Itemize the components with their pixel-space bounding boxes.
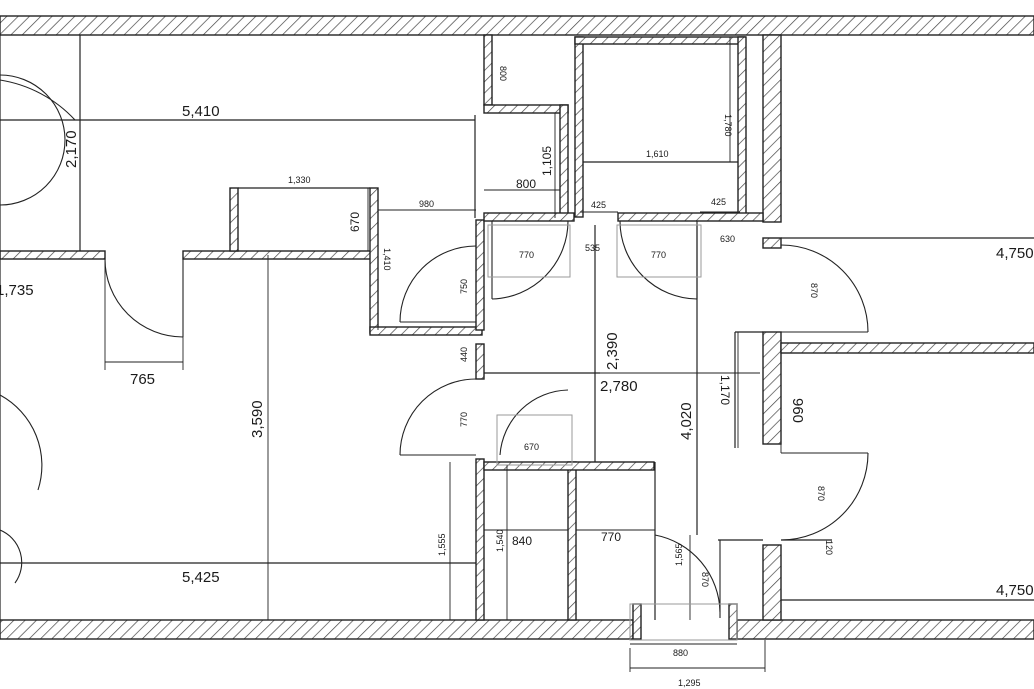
dim-storage-height: 1,105 bbox=[540, 146, 554, 176]
dim-top-strip: 800 bbox=[498, 66, 508, 81]
dim-hall-offset: 630 bbox=[720, 234, 735, 244]
dimension-lines bbox=[0, 35, 1034, 672]
top-strip-wall bbox=[483, 34, 493, 106]
dim-segment-440: 440 bbox=[459, 347, 469, 362]
dim-hall-width: 2,780 bbox=[600, 378, 638, 395]
bath-door-arc bbox=[619, 220, 698, 300]
hall-wall-left-top bbox=[475, 219, 485, 331]
dim-kitchen-door: 770 bbox=[601, 530, 621, 544]
hall-wall-bottom-storage bbox=[483, 212, 575, 222]
bath-wall-top bbox=[574, 36, 746, 45]
dim-corridor-stub: 980 bbox=[419, 199, 434, 209]
dim-main-room-width: 5,425 bbox=[182, 569, 220, 586]
dim-wc-width: 840 bbox=[512, 534, 532, 548]
dim-entry-door: 870 bbox=[700, 572, 710, 587]
wc-door-arc bbox=[499, 389, 569, 456]
dim-bath-wall-right: 425 bbox=[711, 197, 726, 207]
main-room-door-arc-1 bbox=[0, 394, 43, 491]
dim-entry-door-width: 880 bbox=[673, 648, 688, 658]
stub-door-arc bbox=[399, 245, 477, 323]
dim-hall-length: 4,020 bbox=[678, 402, 695, 440]
dim-bath-height: 1,780 bbox=[723, 114, 733, 137]
dim-door-670: 670 bbox=[524, 442, 539, 452]
hall-wall-bottom-bath bbox=[617, 212, 764, 222]
kitchen-door-arc bbox=[654, 534, 721, 613]
dim-right-upper-width: 4,750 bbox=[996, 245, 1034, 262]
right-block-wall-upper bbox=[762, 237, 782, 249]
corridor-wall-mid-segment bbox=[182, 250, 374, 260]
right-block-wall-lower bbox=[762, 544, 782, 621]
left-corridor-door-arc bbox=[104, 258, 184, 338]
dim-entry-total: 1,295 bbox=[678, 678, 701, 688]
dim-right-door-lower: 870 bbox=[816, 486, 826, 501]
entry-wall-right bbox=[728, 603, 738, 640]
dim-right-wall-small: 120 bbox=[824, 540, 834, 555]
entry-wall-left bbox=[632, 603, 642, 640]
dim-left-room-edge: 1,735 bbox=[0, 282, 34, 299]
right-partition-wall bbox=[780, 342, 1034, 354]
dim-top-room-height: 2,170 bbox=[63, 130, 80, 168]
dim-top-room-width: 5,410 bbox=[182, 103, 220, 120]
dim-door-770-a: 770 bbox=[519, 250, 534, 260]
stub-wall bbox=[369, 187, 379, 334]
dim-side-segment: 1,170 bbox=[718, 375, 732, 405]
dim-corridor-stub-height: 1,410 bbox=[382, 248, 392, 271]
dim-right-lower-width: 4,750 bbox=[996, 582, 1034, 599]
hall-wall-left-mid bbox=[475, 343, 485, 380]
wc-wall-right bbox=[567, 461, 577, 621]
doors bbox=[0, 74, 869, 618]
fixture-outlines bbox=[487, 224, 738, 641]
hall-wall-left-low bbox=[475, 458, 485, 621]
dim-right-door-upper: 870 bbox=[809, 283, 819, 298]
partition-lines bbox=[0, 35, 1034, 620]
dim-wc-clearance: 1,540 bbox=[495, 529, 505, 552]
top-left-door-swing bbox=[0, 74, 66, 206]
dim-bath-wall-left: 425 bbox=[591, 200, 606, 210]
dim-niche-width: 1,330 bbox=[288, 175, 311, 185]
bottom-exterior-wall-left bbox=[0, 619, 634, 640]
right-upper-door-arc bbox=[780, 244, 869, 333]
corridor-wall-left-segment bbox=[0, 250, 106, 260]
bottom-exterior-wall-right bbox=[736, 619, 1034, 640]
storage-door-arc bbox=[491, 220, 569, 300]
storage-wall-top bbox=[483, 104, 569, 114]
dim-main-room-height: 3,590 bbox=[249, 400, 266, 438]
niche-wall-left bbox=[229, 187, 239, 252]
kitchen-wall-top bbox=[483, 461, 655, 471]
dim-hall-height: 2,390 bbox=[604, 332, 621, 370]
top-exterior-wall bbox=[0, 15, 1034, 36]
dim-right-partition: 960 bbox=[789, 398, 806, 423]
dim-door-770-c: 770 bbox=[459, 412, 469, 427]
hall-left-door-arc bbox=[399, 378, 477, 456]
dim-left-door: 765 bbox=[130, 371, 155, 388]
main-room-door-arc-2 bbox=[0, 529, 23, 584]
right-lower-door-arc bbox=[780, 452, 869, 541]
exterior-walls bbox=[0, 15, 1034, 640]
dim-entry-segment: 1,565 bbox=[674, 543, 684, 566]
bath-wall-left bbox=[574, 36, 584, 218]
right-block-wall-mid bbox=[762, 331, 782, 445]
bath-wall-right bbox=[737, 36, 747, 218]
storage-wall-right bbox=[559, 104, 569, 219]
stub-wall-bottom bbox=[369, 326, 483, 336]
dim-niche-depth: 670 bbox=[348, 212, 362, 232]
dim-bath-width: 1,610 bbox=[646, 149, 669, 159]
dim-storage-width: 800 bbox=[516, 177, 536, 191]
dim-hall-gap: 535 bbox=[585, 243, 600, 253]
dim-door-750: 750 bbox=[459, 279, 469, 294]
dim-main-door-clearance: 1,555 bbox=[437, 533, 447, 556]
dim-door-770-b: 770 bbox=[651, 250, 666, 260]
right-block-wall bbox=[762, 34, 782, 223]
top-left-door-swing-2 bbox=[0, 79, 76, 121]
dimension-labels: 5,410 2,170 1,330 670 980 1,410 1,735 76… bbox=[0, 66, 1034, 688]
